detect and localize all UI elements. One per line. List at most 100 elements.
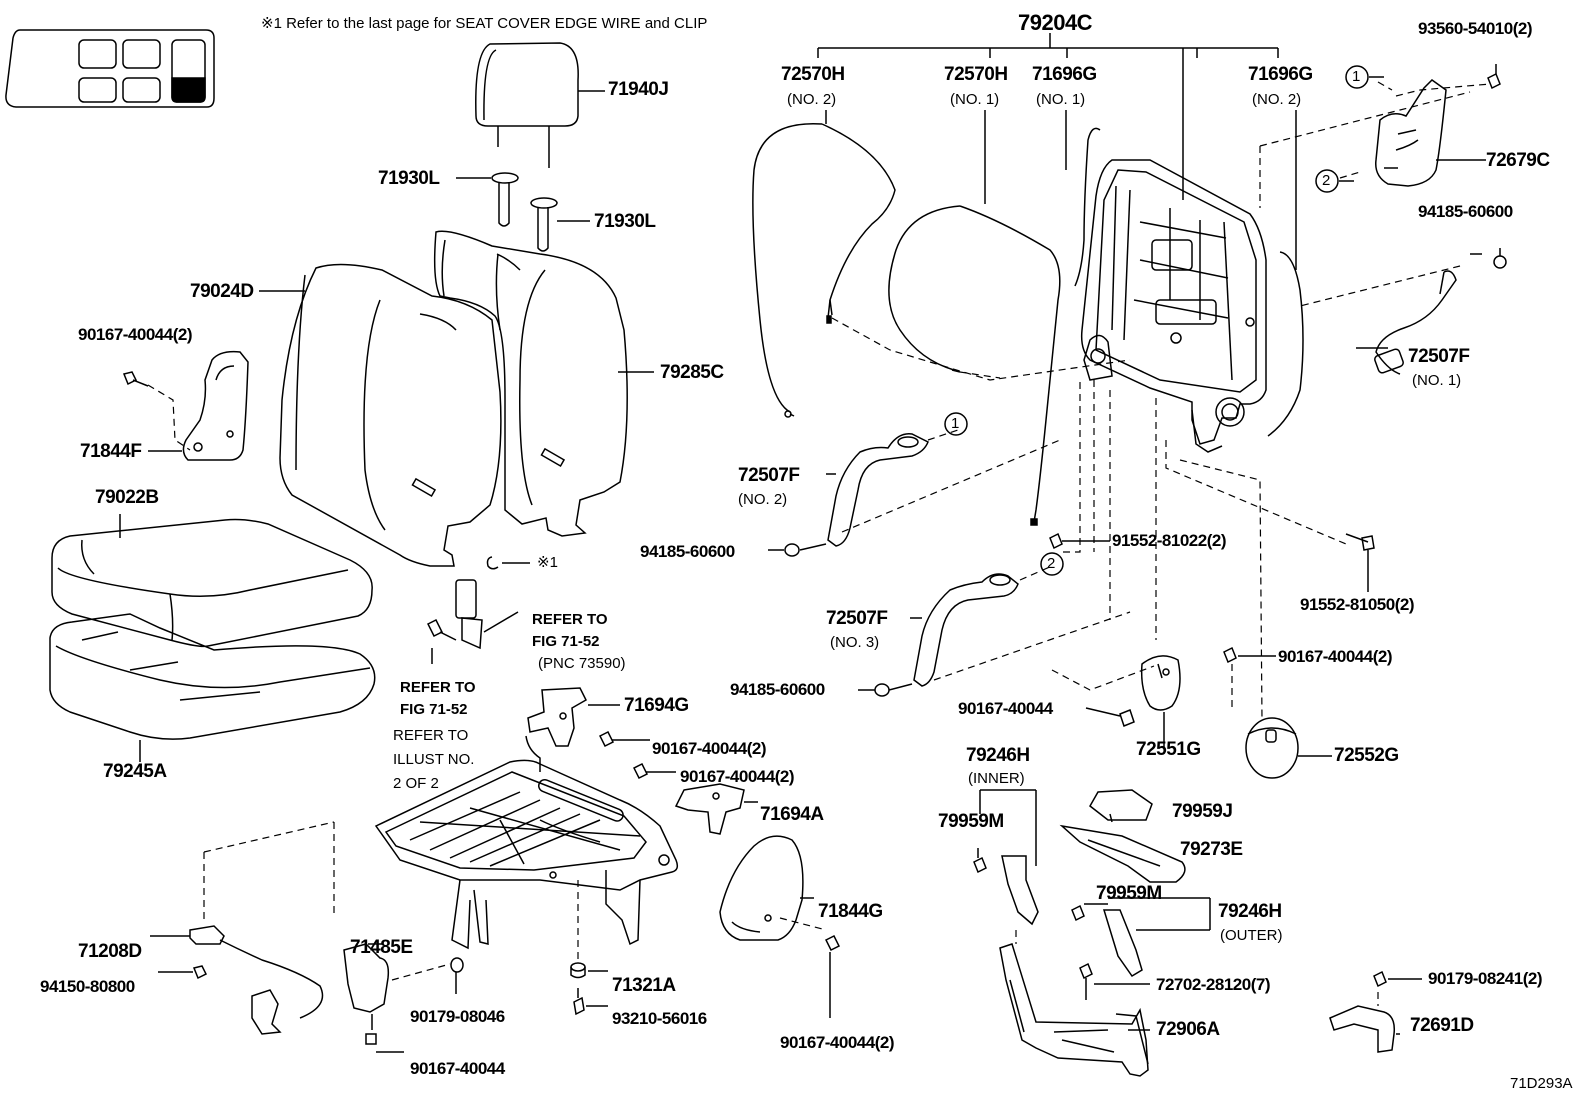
rod-71696g-no1	[1074, 127, 1101, 287]
sub-label-outer: (OUTER)	[1220, 927, 1283, 944]
part-label-94150: 94150-80800	[40, 977, 135, 996]
leader-lines	[789, 253, 1482, 619]
part-label-90179-a: 90179-08046	[410, 1007, 505, 1026]
circle-number-2b: 2	[1047, 555, 1056, 572]
part-label-90167-f: 90167-40044	[410, 1059, 505, 1078]
part-label-94185-a: 94185-60600	[1418, 202, 1513, 221]
part-label-72679c: 72679C	[1486, 150, 1550, 171]
part-label-90167-d: 90167-40044(2)	[652, 739, 766, 758]
bolt-91552-81050	[1345, 533, 1375, 592]
circle-number-1a: 1	[1352, 68, 1361, 85]
release-lever-no3	[858, 565, 1131, 697]
part-label-94185-b: 94185-60600	[640, 542, 735, 561]
part-label-71940j: 71940J	[608, 79, 669, 100]
sub-label-no2-a: (NO. 2)	[787, 91, 837, 108]
part-label-79022b: 79022B	[95, 487, 159, 508]
part-label-90167-b: 90167-40044	[958, 699, 1053, 718]
part-label-71696g-no2: 71696G	[1248, 64, 1313, 85]
part-label-90167-g: 90167-40044(2)	[780, 1033, 894, 1052]
bushing-71321a	[570, 880, 608, 1016]
clip-72691d	[1329, 970, 1422, 1053]
part-label-71485e: 71485E	[350, 937, 413, 958]
cover-72551g	[1085, 655, 1181, 748]
release-cable-no2	[752, 122, 896, 418]
sub-label-no2-b: (NO. 2)	[1252, 91, 1302, 108]
bracket-71694g	[527, 687, 650, 748]
ref1-line2: FIG 71-52	[532, 633, 600, 650]
bracket-71694a	[632, 762, 758, 835]
part-label-79204c: 79204C	[1018, 10, 1093, 35]
part-label-71694a: 71694A	[760, 804, 824, 825]
part-label-79959j: 79959J	[1172, 801, 1233, 822]
part-label-72552g: 72552G	[1334, 745, 1399, 766]
part-label-72906a: 72906A	[1156, 1019, 1220, 1040]
seat-cushion-cover	[51, 514, 373, 648]
part-label-72691d: 72691D	[1410, 1015, 1474, 1036]
part-label-94185-c: 94185-60600	[730, 680, 825, 699]
sub-label-no1-c: (NO. 1)	[1412, 372, 1462, 389]
ref2-line2: FIG 71-52	[400, 701, 468, 718]
release-cable-no1	[888, 205, 1061, 526]
sub-label-no1-b: (NO. 1)	[1036, 91, 1086, 108]
headrest-guide	[456, 172, 590, 252]
cover-72679c	[1259, 64, 1501, 208]
part-label-71321a: 71321A	[612, 975, 676, 996]
side-cover-left	[122, 350, 249, 461]
rod-71696g-no2	[1267, 251, 1304, 437]
seatback-frame	[1080, 159, 1267, 453]
part-label-71930l-b: 71930L	[594, 211, 656, 232]
bolt-91552-81022	[1049, 532, 1110, 550]
part-label-72507f-no2: 72507F	[738, 465, 800, 486]
part-label-71844g: 71844G	[818, 901, 883, 922]
sub-label-no1-a: (NO. 1)	[950, 91, 1000, 108]
seat-cushion-frame	[374, 735, 679, 950]
diagram-id: 71D293A	[1510, 1075, 1573, 1092]
seat-belt-buckle	[426, 579, 519, 664]
part-label-71844f: 71844F	[80, 441, 142, 462]
part-label-72551g: 72551G	[1136, 739, 1201, 760]
seat-cushion-pad	[49, 613, 376, 762]
sub-label-inner: (INNER)	[968, 770, 1025, 787]
part-label-79024d: 79024D	[190, 281, 254, 302]
part-label-93560: 93560-54010(2)	[1418, 19, 1532, 38]
part-label-71208d: 71208D	[78, 941, 142, 962]
sensor-wire	[150, 821, 335, 1035]
circle-number-2a: 2	[1322, 172, 1331, 189]
star-note-label: ※1	[537, 554, 558, 571]
side-shield-right	[719, 835, 841, 1018]
part-label-90167-a: 90167-40044(2)	[78, 325, 192, 344]
cover-72552g	[1223, 646, 1332, 779]
header-note: ※1 Refer to the last page for SEAT COVER…	[261, 15, 708, 32]
seatback-cover-rear	[433, 230, 654, 537]
seat-position-key-icon	[5, 29, 215, 108]
ref2-line1: REFER TO	[400, 679, 476, 696]
part-label-90167-c: 90167-40044(2)	[1278, 647, 1392, 666]
part-label-71696g-no1: 71696G	[1032, 64, 1097, 85]
part-label-72507f-no3: 72507F	[826, 608, 888, 629]
seatback-cover-front	[259, 263, 502, 567]
part-label-72702: 72702-28120(7)	[1156, 975, 1270, 994]
part-label-79245a: 79245A	[103, 761, 167, 782]
clip-star	[486, 556, 530, 570]
part-label-90179-b: 90179-08241(2)	[1428, 969, 1542, 988]
cover-71485e	[343, 943, 464, 1053]
part-label-79959m-a: 79959M	[938, 811, 1004, 832]
circle-number-1b: 1	[951, 415, 960, 432]
ref3-line2: ILLUST NO.	[393, 751, 475, 768]
release-lever-no2	[768, 429, 1061, 557]
ref3-line1: REFER TO	[393, 727, 469, 744]
part-label-93210: 93210-56016	[612, 1009, 707, 1028]
rail-cover-assembly	[973, 789, 1211, 1077]
ref3-line3: 2 OF 2	[393, 775, 439, 792]
part-label-79273e: 79273E	[1180, 839, 1243, 860]
part-label-71930l-a: 71930L	[378, 168, 440, 189]
part-label-72570h-no1: 72570H	[944, 64, 1008, 85]
sub-label-no3: (NO. 3)	[830, 634, 880, 651]
ref1-line3: (PNC 73590)	[538, 655, 626, 672]
part-label-91552-a: 91552-81022(2)	[1112, 531, 1226, 550]
part-label-79285c: 79285C	[660, 362, 724, 383]
part-label-72570h-no2: 72570H	[781, 64, 845, 85]
part-label-79246h-outer: 79246H	[1218, 901, 1282, 922]
headrest	[475, 42, 605, 168]
